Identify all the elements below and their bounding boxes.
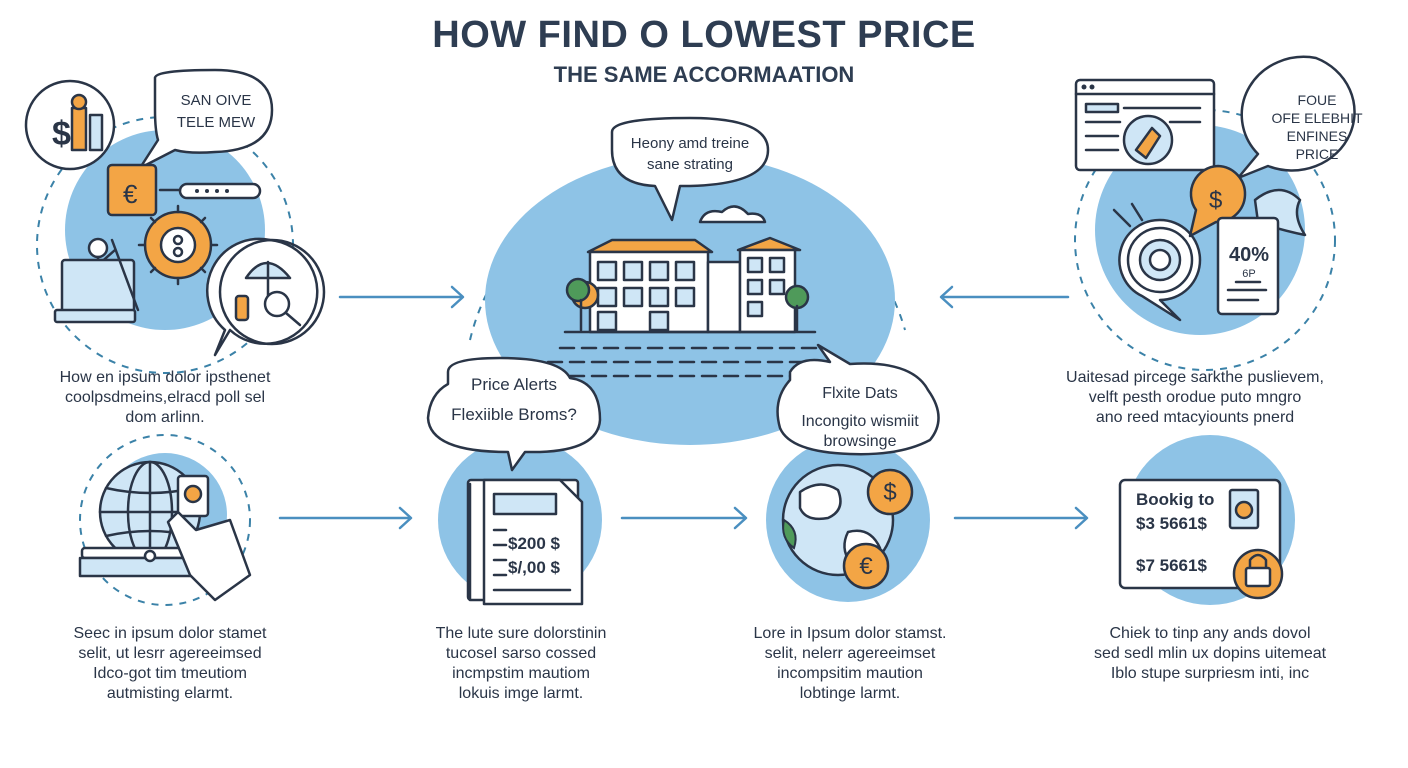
caption-bottom-3: Lore in Ipsum dolor stamst. selit, neler…	[720, 624, 980, 704]
caption-bottom-3-line-1: Lore in Ipsum dolor stamst.	[753, 625, 947, 642]
caption-bottom-4-line-3: Iblo stupe surpriesm inti, inc	[1110, 665, 1310, 682]
bubble-top-right-line-4: PRICE	[1295, 146, 1339, 162]
discount-value: 40%	[1228, 244, 1270, 266]
caption-top-right-line-2: velft pesth orodue puto mngro	[1088, 389, 1302, 406]
booking-price-1: $3 5661$	[1136, 514, 1207, 533]
bubble-top-right-line-2: OFE ELEBHIT	[1271, 110, 1363, 126]
coin-euro-icon: €	[106, 163, 262, 217]
coin-euro-symbol: €	[859, 553, 873, 580]
caption-bottom-1-line-4: autmisting elarmt.	[106, 685, 234, 702]
arrow-bottom-1	[278, 506, 413, 530]
booking-price-2: $7 5661$	[1136, 556, 1207, 575]
caption-top-right-line-3: ano reed mtacyiounts pnerd	[1095, 409, 1295, 426]
bubble-top-right-text: FOUE OFE ELEBHIT ENFINES PRICE	[1253, 91, 1381, 163]
globe-coins-icon	[781, 463, 914, 590]
umbrella-search-icon	[206, 237, 326, 357]
caption-bottom-2: The lute sure dolorstinin tucoseI sarso …	[398, 624, 644, 704]
bubble-price-alerts-text: Price Alerts Flexiible Broms?	[430, 374, 598, 426]
dashed-ring-top-right	[1074, 109, 1336, 371]
svg-text:$: $	[1209, 187, 1222, 214]
arrow-bottom-3	[953, 506, 1089, 530]
speech-bubble-flexible-dates	[776, 343, 940, 456]
speech-bubble-center	[610, 116, 770, 222]
bubble-flexible-dates-text: Flxite Dats Incongito wismiit browsinge	[780, 384, 940, 452]
dashed-ring-bottom-1	[79, 434, 251, 606]
caption-bottom-1-line-3: Idco-got tim tmeutiom	[93, 665, 247, 682]
caption-bottom-4-line-1: Chiek to tinp any ands dovol	[1109, 625, 1311, 642]
receipt-prices: $200 $ $/,00 $	[508, 532, 578, 580]
bubble-price-alerts-title: Price Alerts	[471, 375, 557, 394]
money-people-icon: $	[24, 79, 116, 171]
speech-bubble-top-right	[1236, 55, 1356, 180]
bubble-top-right-line-3: ENFINES	[1286, 128, 1348, 144]
caption-top-right: Uaitesad pircege sarkthe puslievem, velf…	[1050, 368, 1340, 428]
caption-bottom-3-line-2: selit, nelerr agereeimset	[764, 645, 936, 662]
discount-subtext: 6P	[1242, 268, 1256, 280]
bubble-top-left-line-2: TELE MEW	[176, 114, 256, 131]
caption-top-left-line-2: coolpsdmeins,elracd poll sel	[64, 389, 266, 406]
bubble-price-alerts-subtitle: Flexiible Broms?	[451, 405, 577, 424]
bubble-flexible-dates-line-2: Incongito wismiit	[801, 413, 919, 430]
caption-bottom-3-line-3: incompsitim maution	[777, 665, 923, 682]
caption-bottom-1-line-1: Seec in ipsum dolor stamet	[73, 625, 267, 642]
caption-bottom-1: Seec in ipsum dolor stamet selit, ut les…	[40, 624, 300, 704]
hotel-building-icon	[546, 205, 832, 378]
receipt-price-2: $/,00 $	[508, 558, 560, 577]
bubble-center-line-1: Heony amd treine	[630, 135, 750, 152]
page-title: HOW FIND O LOWEST PRICE	[432, 14, 976, 56]
globe-hand-icon	[78, 460, 252, 602]
arrow-bottom-2	[620, 506, 748, 530]
svg-text:$: $	[52, 115, 71, 153]
caption-bottom-1-line-2: selit, ut lesrr agereeimsed	[78, 645, 262, 662]
caption-bottom-4: Chiek to tinp any ands dovol sed sedl ml…	[1060, 624, 1360, 684]
bubble-top-right-line-1: FOUE	[1297, 92, 1337, 108]
caption-top-left: How en ipsum dolor ipsthenet coolpsdmein…	[30, 368, 300, 428]
person-icon	[53, 237, 140, 324]
coin-dollar-symbol: $	[883, 479, 897, 506]
target-icon	[1112, 202, 1202, 322]
svg-text:€: €	[123, 179, 138, 209]
bubble-flexible-dates-line-3: browsinge	[823, 433, 897, 450]
caption-bottom-2-line-4: lokuis imge larmt.	[458, 685, 584, 702]
booking-title: Bookig to	[1136, 490, 1215, 509]
caption-bottom-3-line-4: lobtinge larmt.	[799, 685, 901, 702]
browser-window-icon	[1074, 78, 1216, 172]
speech-bubble-top-left	[138, 68, 274, 170]
coin-dollar-icon: $	[1188, 164, 1307, 238]
caption-bottom-2-line-2: tucoseI sarso cossed	[445, 645, 597, 662]
caption-bottom-2-line-3: incmpstim mautiom	[452, 665, 590, 682]
bubble-center-text: Heony amd treine sane strating	[612, 133, 768, 175]
discount-tag-icon	[1216, 216, 1280, 316]
speech-bubble-price-alerts	[426, 356, 602, 472]
arrow-left-top	[939, 285, 1070, 309]
page-subtitle: THE SAME ACCORMAATION	[553, 62, 855, 87]
bubble-top-left-text: SAN OIVE TELE MEW	[158, 90, 274, 134]
caption-bottom-4-line-2: sed sedl mlin ux dopins uitemeat	[1093, 645, 1327, 662]
bubble-top-left-line-1: SAN OIVE	[180, 92, 252, 109]
bubble-center-line-2: sane strating	[647, 156, 733, 173]
caption-bottom-2-line-1: The lute sure dolorstinin	[435, 625, 607, 642]
gear-icon	[137, 204, 219, 286]
caption-top-left-line-1: How en ipsum dolor ipsthenet	[59, 369, 271, 386]
lock-icon	[1232, 548, 1284, 600]
caption-top-left-line-3: dom arlinn.	[125, 409, 205, 426]
caption-top-right-line-1: Uaitesad pircege sarkthe puslievem,	[1066, 369, 1324, 386]
receipt-icon	[466, 478, 584, 606]
bubble-flexible-dates-title: Flxite Dats	[822, 385, 898, 402]
arrow-right-top	[338, 285, 465, 309]
receipt-price-1: $200 $	[508, 534, 560, 553]
